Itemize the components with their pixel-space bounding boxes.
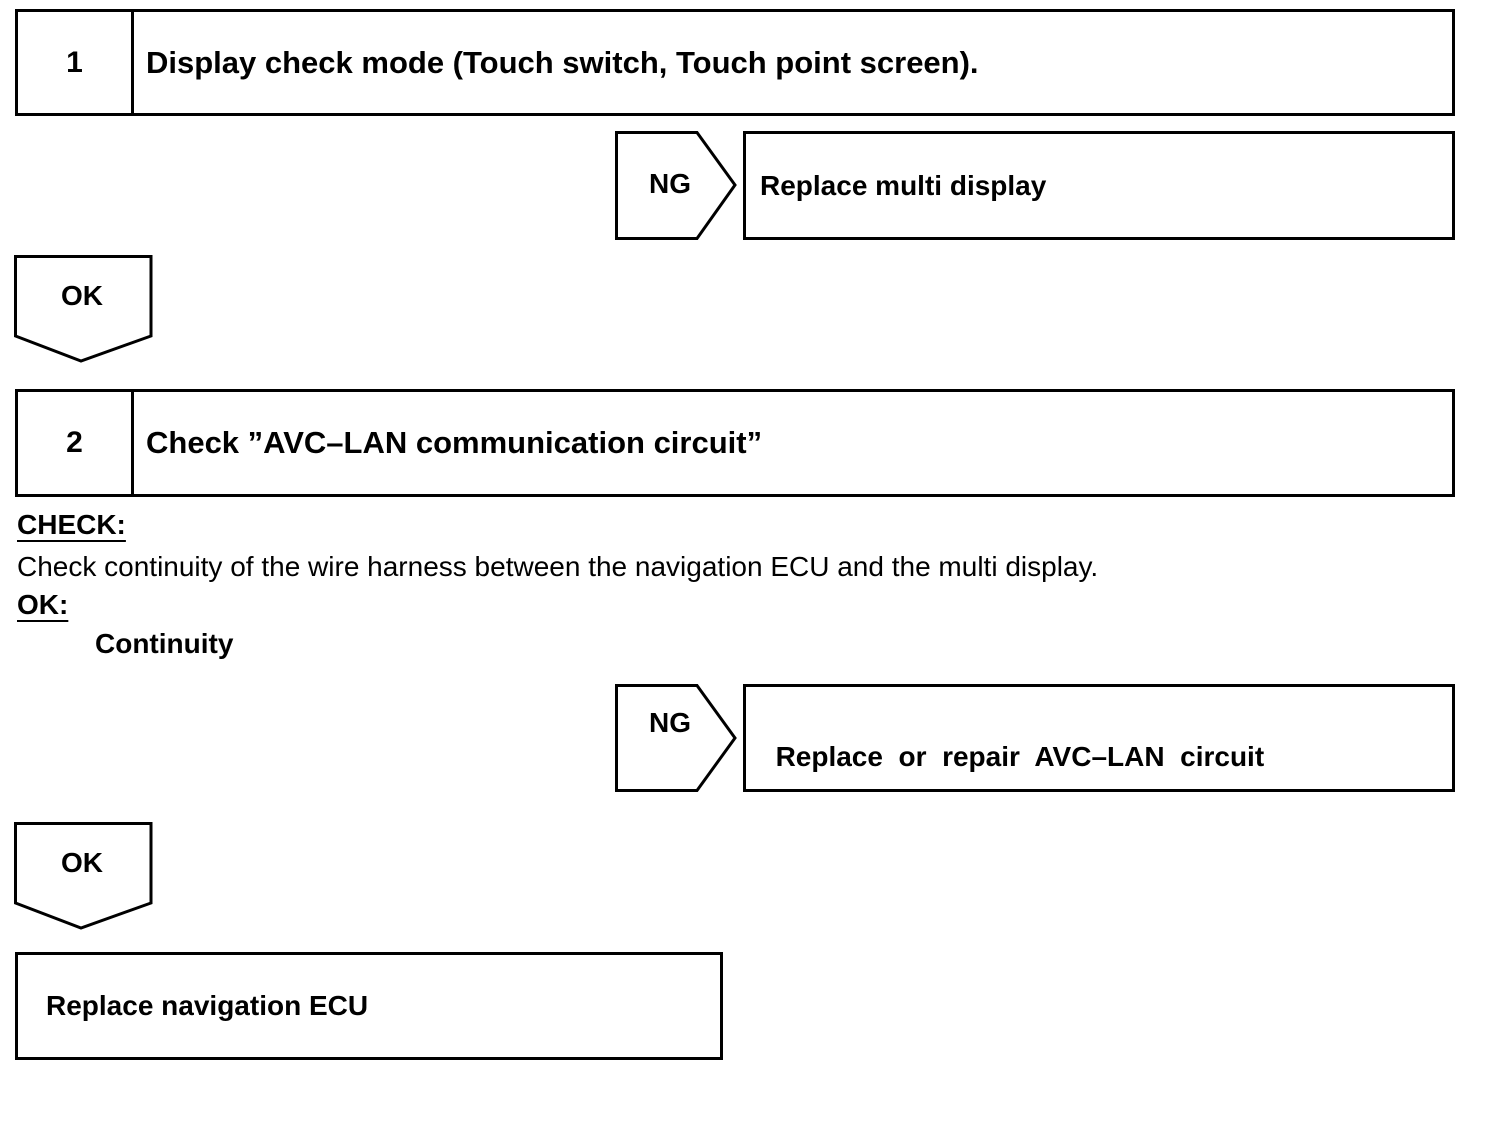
ng-2-action-box: Replace or repair AVC–LAN circuit bbox=[743, 684, 1455, 792]
step-1-title: Display check mode (Touch switch, Touch … bbox=[146, 44, 979, 80]
ng-arrow-1 bbox=[615, 131, 737, 240]
check-label: CHECK: bbox=[17, 509, 126, 540]
ng-arrow-2 bbox=[615, 684, 737, 792]
ng-1-label: NG bbox=[649, 168, 691, 199]
ok-spec-label: OK: bbox=[17, 589, 69, 620]
ok-2-label: OK bbox=[61, 847, 103, 878]
ok-spec-text: Continuity bbox=[95, 628, 234, 659]
step-2-number: 2 bbox=[18, 392, 134, 494]
step-1-box: 1 Display check mode (Touch switch, Touc… bbox=[15, 9, 1455, 116]
step-2-title: Check ”AVC–LAN communication circuit” bbox=[146, 425, 763, 460]
ng-1-action-box: Replace multi display bbox=[743, 131, 1455, 240]
ok-arrow-1 bbox=[14, 255, 153, 363]
check-text: Check continuity of the wire harness bet… bbox=[17, 551, 1099, 582]
step-1-number: 1 bbox=[18, 12, 134, 113]
ng-2-label: NG bbox=[649, 707, 691, 738]
ok-arrow-2 bbox=[14, 822, 153, 930]
final-action-text: Replace navigation ECU bbox=[46, 990, 369, 1021]
ok-1-label: OK bbox=[61, 280, 103, 311]
ng-2-action-text: Replace or repair AVC–LAN circuit bbox=[775, 741, 1265, 772]
ng-1-action-text: Replace multi display bbox=[760, 169, 1047, 201]
step-2-box: 2 Check ”AVC–LAN communication circuit” bbox=[15, 389, 1455, 497]
final-action-box: Replace navigation ECU bbox=[15, 952, 723, 1060]
